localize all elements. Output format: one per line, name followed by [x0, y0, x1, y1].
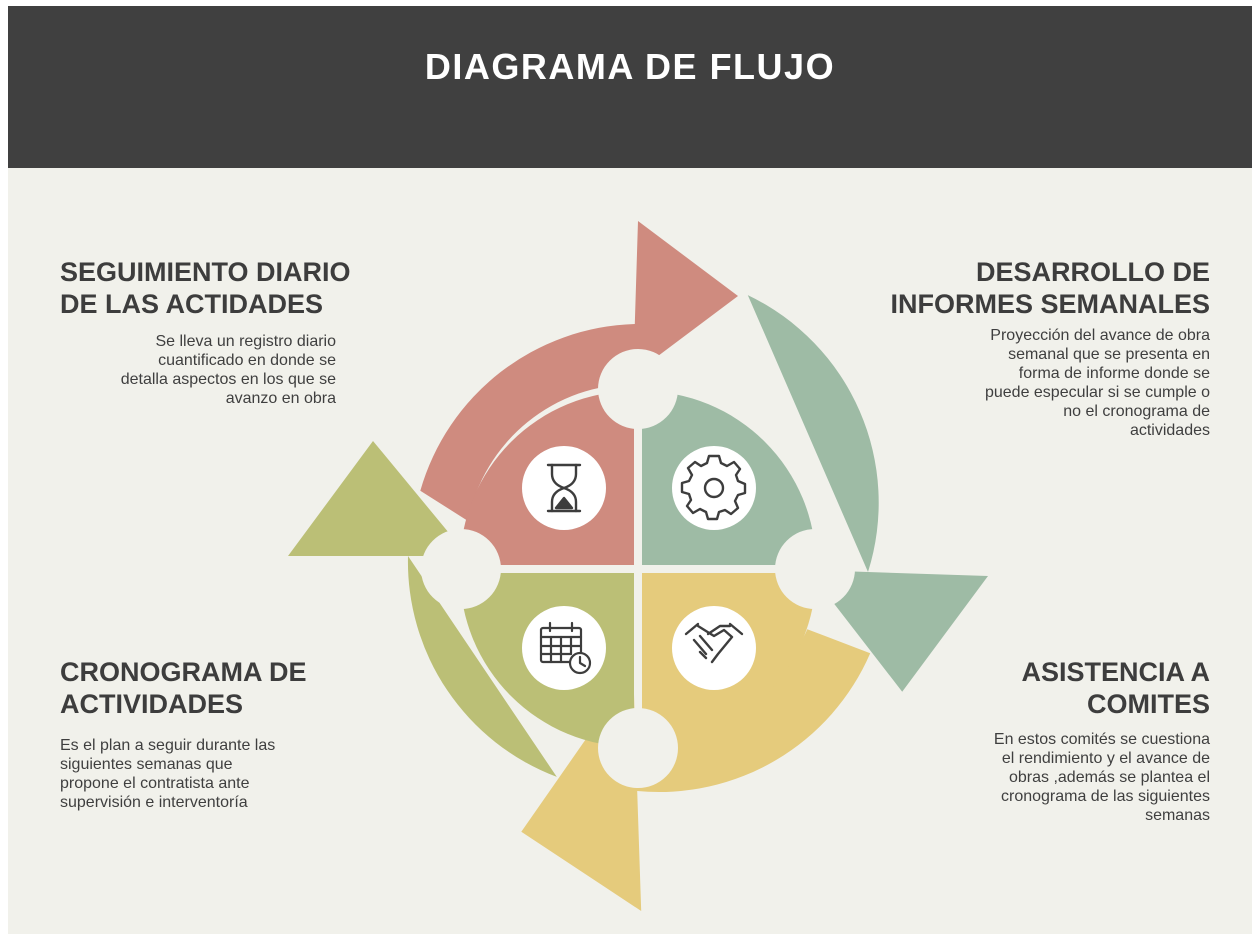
arrow-yellow	[521, 629, 871, 911]
step3-desc-line: En estos comités se cuestiona	[993, 731, 1210, 748]
badge-gear	[672, 446, 756, 530]
step2-desc-line: semanal que se presenta en	[1008, 346, 1210, 363]
arrow-red	[420, 221, 738, 521]
step2-desc-line: Proyección del avance de obra	[990, 327, 1210, 344]
badge-calendar	[522, 606, 606, 690]
page-title: DIAGRAMA DE FLUJO	[424, 46, 836, 87]
cycle-diagram	[288, 221, 988, 911]
step3-desc-line: semanas	[1145, 807, 1210, 824]
step1-description: Se lleva un registro diario cuantificado…	[121, 332, 336, 408]
step1-desc-line: cuantificado en donde se	[158, 352, 336, 369]
step4-desc-line: supervisión e interventoría	[60, 794, 248, 811]
step2-desc-line: puede especular si se cumple o	[984, 384, 1210, 401]
notch-left	[421, 529, 501, 609]
step3-heading-line1: ASISTENCIA A	[1021, 657, 1210, 687]
step1-desc-line: detalla aspectos en los que se	[120, 371, 336, 388]
badge-hourglass	[522, 446, 606, 530]
step1-desc-line: avanzo en obra	[225, 390, 336, 407]
step2-description: Proyección del avance de obra semanal qu…	[985, 326, 1210, 440]
notch-top	[598, 349, 678, 429]
step4-heading: CRONOGRAMA DE ACTIVIDADES	[60, 656, 307, 720]
step1-heading-line1: SEGUIMIENTO DIARIO	[60, 257, 351, 287]
notch-bottom	[598, 708, 678, 788]
step3-desc-line: el rendimiento y el avance de	[1001, 750, 1210, 767]
step2-desc-line: actividades	[1129, 422, 1210, 439]
step1-heading-line2: DE LAS ACTIDADES	[60, 289, 324, 319]
step4-desc-line: propone el contratista ante	[60, 775, 250, 792]
step2-heading-line1: DESARROLLO DE	[975, 257, 1210, 287]
hourglass-icon	[546, 463, 582, 513]
step4-heading-line1: CRONOGRAMA DE	[60, 657, 307, 687]
arrow-olive	[288, 441, 557, 777]
step1-heading: SEGUIMIENTO DIARIO DE LAS ACTIDADES	[60, 256, 351, 320]
calendar-clock-icon	[539, 621, 592, 675]
step2-heading-line2: INFORMES SEMANALES	[890, 289, 1210, 319]
step3-heading-line2: COMITES	[1086, 689, 1210, 719]
header-banner: DIAGRAMA DE FLUJO	[8, 6, 1252, 168]
step1-desc-line: Se lleva un registro diario	[155, 333, 336, 350]
step2-desc-line: forma de informe donde se	[1018, 365, 1210, 382]
arrow-green	[747, 295, 988, 692]
step4-description: Es el plan a seguir durante las siguient…	[60, 736, 275, 812]
step3-desc-line: cronograma de las siguientes	[1000, 788, 1210, 805]
step4-heading-line2: ACTIVIDADES	[60, 689, 244, 719]
step4-desc-line: siguientes semanas que	[60, 756, 233, 773]
step2-heading: DESARROLLO DE INFORMES SEMANALES	[890, 256, 1210, 320]
step3-heading: ASISTENCIA A COMITES	[1021, 656, 1210, 720]
canvas: DIAGRAMA DE FLUJO SEGUIMIENTO DIARIO DE …	[8, 6, 1252, 934]
step3-desc-line: obras ,además se plantea el	[1008, 769, 1210, 786]
badge-handshake	[672, 606, 756, 690]
gear-icon	[680, 454, 747, 521]
step3-description: En estos comités se cuestiona el rendimi…	[994, 730, 1210, 825]
notch-right	[775, 529, 855, 609]
step4-desc-line: Es el plan a seguir durante las	[60, 737, 276, 754]
step2-desc-line: no el cronograma de	[1063, 403, 1210, 420]
handshake-icon	[684, 622, 744, 664]
